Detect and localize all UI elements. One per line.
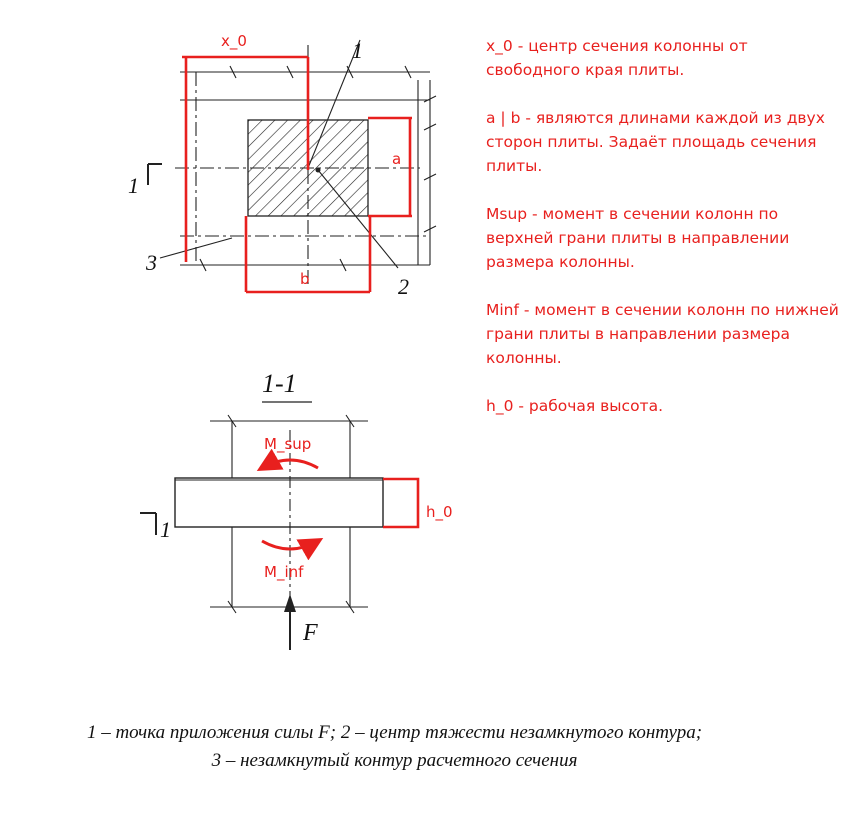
note-h0: h_0 - рабочая высота. (486, 397, 664, 415)
force-arrow (284, 594, 296, 650)
label-point-3: 3 (145, 250, 157, 275)
plan-red-dimensions (182, 55, 412, 294)
note-x0: x_0 - центр сечения колонны от свободног… (486, 37, 748, 79)
moment-sup-label: M_sup (264, 435, 311, 454)
notes-panel: x_0 - центр сечения колонны от свободног… (486, 34, 846, 442)
plan-section-mark: 1 (128, 173, 139, 198)
section-view (140, 414, 384, 614)
note-minf: Minf - момент в сечении колонн по нижней… (486, 301, 839, 367)
height-dimension (383, 477, 420, 529)
caption-line-1: 1 – точка приложения силы F; 2 – центр т… (86, 722, 703, 743)
label-point-1: 1 (352, 38, 363, 63)
dim-x0-label: x_0 (221, 32, 247, 51)
moment-sup-arrow (256, 448, 319, 471)
section-mark-label: 1 (160, 517, 171, 542)
centroid-point (315, 167, 321, 173)
force-label: F (302, 620, 318, 646)
note-ab: a | b - являются длинами каждой из двух … (486, 109, 825, 175)
moment-inf-arrow (261, 538, 324, 561)
label-point-2: 2 (398, 274, 409, 299)
dim-b-label: b (300, 270, 310, 288)
moment-inf-label: M_inf (264, 563, 304, 582)
dim-a-label: a (392, 150, 401, 168)
section-title: 1-1 (262, 369, 297, 398)
note-msup: Msup - момент в сечении колонн по верхне… (486, 205, 790, 271)
height-label: h_0 (426, 503, 453, 522)
caption-line-2: 3 – незамкнутый контур расчетного сечени… (211, 750, 578, 771)
